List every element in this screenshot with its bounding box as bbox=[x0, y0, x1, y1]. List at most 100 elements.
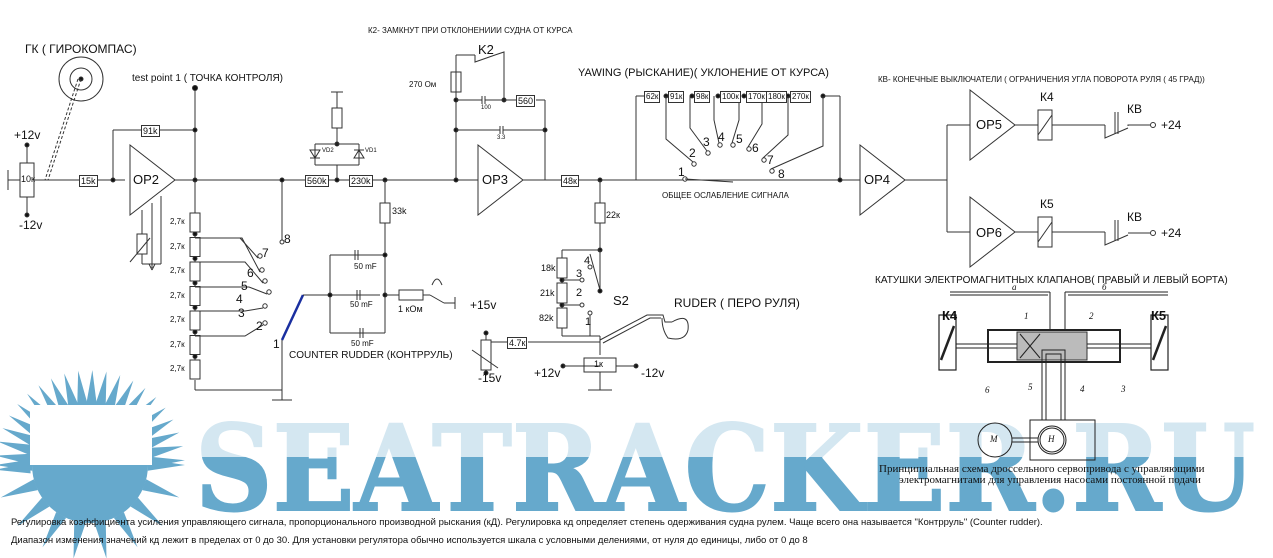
yaw-position-3[interactable]: 3 bbox=[703, 135, 710, 149]
caption-line-1: Принципиальная схема дроссельного сервоп… bbox=[879, 463, 1205, 475]
yaw-switch-contact[interactable] bbox=[761, 157, 767, 163]
minus12v-ruder-label: -12v bbox=[641, 366, 665, 380]
gyro-pot-value: 10к bbox=[21, 174, 35, 184]
op5-label: OP5 bbox=[976, 117, 1003, 132]
s2-position-4[interactable]: 4 bbox=[584, 255, 591, 267]
capacitor-50mf-1: 50 mF bbox=[354, 262, 377, 271]
relay-k5-label: К5 bbox=[1040, 197, 1054, 211]
yaw-position-1[interactable]: 1 bbox=[678, 165, 685, 179]
yaw-position-5[interactable]: 5 bbox=[736, 132, 743, 146]
yaw-switch-contact[interactable] bbox=[717, 142, 723, 148]
yaw-resistor-100к: 100к bbox=[720, 91, 741, 103]
counter-rudder-position-8[interactable]: 8 bbox=[284, 232, 291, 246]
switch-contact[interactable] bbox=[266, 289, 272, 295]
sun-ray bbox=[0, 441, 34, 456]
switch-contact[interactable] bbox=[262, 303, 268, 309]
rudder-label: RUDER ( ПЕРО РУЛЯ) bbox=[674, 296, 800, 310]
limit-switch-note: КВ- КОНЕЧНЫЕ ВЫКЛЮЧАТЕЛИ ( ОГРАНИЧЕНИЯ У… bbox=[878, 75, 1205, 84]
yaw-switch-contact[interactable] bbox=[769, 168, 775, 174]
sun-ray bbox=[95, 371, 107, 408]
yaw-position-8[interactable]: 8 bbox=[778, 167, 785, 181]
counter-rudder-position-5[interactable]: 5 bbox=[241, 279, 248, 293]
part-5-label: 5 bbox=[1028, 382, 1033, 392]
ladder-resistor-label: 2,7к bbox=[170, 339, 185, 349]
chamber-2-label: 2 bbox=[1089, 311, 1094, 321]
yaw-position-4[interactable]: 4 bbox=[718, 130, 725, 144]
ladder-resistor bbox=[189, 237, 201, 257]
rudder-icon bbox=[599, 314, 689, 344]
port-a-label: a bbox=[1012, 282, 1017, 292]
ladder-resistor bbox=[189, 212, 201, 233]
k2-label: K2 bbox=[478, 42, 494, 57]
resistor-33k-label: 33k bbox=[392, 206, 407, 216]
part-4-label: 4 bbox=[1080, 384, 1085, 394]
resistor-270-label: 270 Ом bbox=[409, 80, 437, 89]
yawing-title: YAWING (РЫСКАНИЕ)( УКЛОНЕНИЕ ОТ КУРСА) bbox=[578, 67, 829, 79]
pump-label: Н bbox=[1048, 434, 1055, 444]
switch-contact[interactable] bbox=[262, 320, 268, 326]
coils-title: КАТУШКИ ЭЛЕКТРОМАГНИТНЫХ КЛАПАНОВ( ПРАВЫ… bbox=[875, 275, 1228, 286]
ladder-resistor-label: 2,7к bbox=[170, 241, 185, 251]
op5-triangle bbox=[969, 88, 1016, 162]
s2-position-1[interactable]: 1 bbox=[585, 316, 592, 328]
s2-contact[interactable] bbox=[579, 277, 585, 283]
switch-contact[interactable] bbox=[259, 267, 265, 273]
yaw-position-2[interactable]: 2 bbox=[689, 146, 696, 160]
switch-contact[interactable] bbox=[257, 253, 263, 259]
yaw-switch-contact[interactable] bbox=[746, 146, 752, 152]
resistor-21k-label: 21k bbox=[540, 288, 555, 298]
resistor-82k-label: 82k bbox=[539, 313, 554, 323]
caption-line-2: электромагнитами для управления насосами… bbox=[899, 474, 1201, 486]
s2-contact[interactable] bbox=[587, 310, 593, 316]
s2-position-2[interactable]: 2 bbox=[576, 287, 583, 299]
yaw-position-7[interactable]: 7 bbox=[767, 153, 774, 167]
counter-rudder-position-7[interactable]: 7 bbox=[262, 246, 269, 260]
yaw-switch-contact[interactable] bbox=[691, 161, 697, 167]
footer-line-1: Регулировка коэффициента усиления управл… bbox=[11, 517, 1043, 528]
sun-logo-icon bbox=[0, 370, 185, 558]
sun-ray bbox=[94, 520, 107, 558]
plus12v-label: +12v bbox=[14, 128, 41, 142]
capacitor-3-3-label: 3.3 bbox=[497, 135, 506, 141]
sun-ray bbox=[142, 479, 180, 498]
counter-rudder-position-6[interactable]: 6 bbox=[247, 266, 254, 280]
counter-rudder-position-2[interactable]: 2 bbox=[256, 319, 263, 333]
resistor-560k: 560k bbox=[305, 175, 329, 187]
resistor-1k-label: 1к bbox=[594, 359, 603, 369]
s2-contact[interactable] bbox=[587, 264, 593, 270]
sun-ray bbox=[2, 428, 38, 447]
counter-rudder-position-1[interactable]: 1 bbox=[273, 337, 280, 351]
op3-label: OP3 bbox=[482, 172, 509, 187]
capacitor-50mf-2: 50 mF bbox=[350, 300, 373, 309]
ladder-resistor-label: 2,7к bbox=[170, 315, 185, 324]
ladder-resistor-label: 2,7к bbox=[170, 266, 185, 275]
sun-ray bbox=[0, 479, 38, 498]
yaw-resistor-170к: 170к bbox=[746, 91, 767, 103]
yaw-resistor-91к: 91к bbox=[668, 91, 685, 103]
sun-ray bbox=[144, 432, 180, 450]
s2-contact[interactable] bbox=[579, 302, 585, 308]
sun-ray bbox=[103, 374, 121, 411]
switch-contact[interactable] bbox=[262, 278, 268, 284]
counter-rudder-wiper[interactable] bbox=[280, 294, 305, 341]
capacitor-100-label: 100 bbox=[481, 105, 492, 111]
k2-note: К2- ЗАМКНУТ ПРИ ОТКЛОНЕНИИИ СУДНА ОТ КУР… bbox=[368, 26, 573, 35]
footer-line-2: Диапазон изменения значений кд лежит в п… bbox=[11, 535, 808, 546]
yaw-switch-contact[interactable] bbox=[730, 142, 736, 148]
sun-ray bbox=[147, 459, 185, 471]
resistor-48k: 48к bbox=[561, 175, 579, 187]
op4-triangle bbox=[859, 143, 906, 217]
yaw-resistor-98к: 98к bbox=[694, 91, 711, 103]
counter-rudder-position-3[interactable]: 3 bbox=[238, 306, 245, 320]
yaw-switch-contact[interactable] bbox=[705, 150, 711, 156]
limit-switch-label-1: КВ bbox=[1127, 102, 1142, 116]
motor-label: М bbox=[990, 434, 998, 444]
ladder-resistor bbox=[189, 335, 201, 355]
chamber-1-label: 1 bbox=[1024, 311, 1029, 321]
yaw-position-6[interactable]: 6 bbox=[752, 141, 759, 155]
yaw-resistor-180к: 180к bbox=[766, 91, 787, 103]
s2-position-3[interactable]: 3 bbox=[576, 268, 583, 280]
counter-rudder-position-4[interactable]: 4 bbox=[236, 292, 243, 306]
op2-label: OP2 bbox=[133, 172, 160, 187]
